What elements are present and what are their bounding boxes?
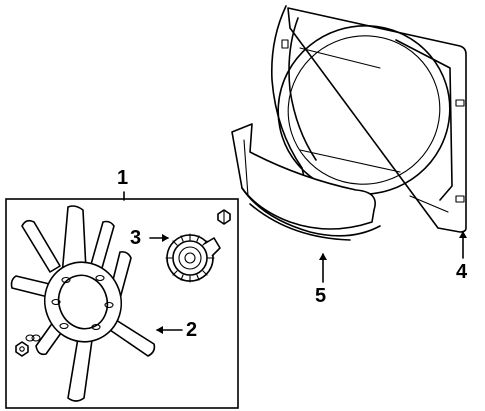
callout-3-label: 3 (130, 227, 142, 249)
fan-blade-lower-right (109, 319, 156, 357)
fan-blade-top (61, 205, 87, 276)
bolt-icon (217, 209, 231, 225)
fan-assembly-box (5, 198, 239, 409)
callout-4-label: 4 (456, 261, 468, 283)
callout-1-label: 1 (117, 167, 129, 189)
nut-washer-icon (15, 334, 41, 357)
fan-clutch-icon (165, 233, 221, 283)
callout-5-label: 5 (315, 285, 327, 307)
fan-blade-group (10, 205, 156, 402)
fan-blade-far-left (21, 219, 61, 273)
fan-blade-bottom (67, 337, 93, 402)
fan-shroud-lower-icon (231, 123, 381, 241)
callout-2-label: 2 (186, 319, 198, 341)
fan-hub-slots (51, 274, 114, 331)
fan-blade-upper-right (89, 220, 115, 276)
